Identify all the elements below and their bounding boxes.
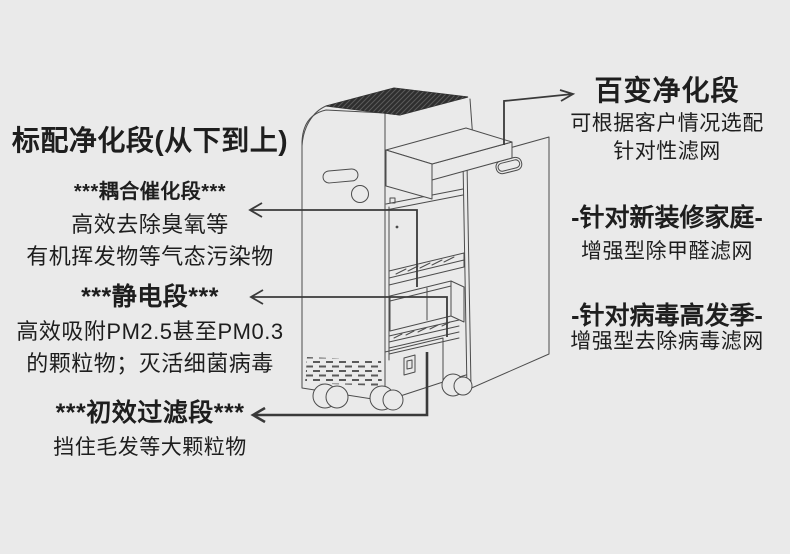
optional-stages-panel: 百变净化段 可根据客户情况选配 针对性滤网 -针对新装修家庭- 增强型除甲醛滤网…: [552, 0, 782, 554]
leader-line-electrostatic: [249, 289, 448, 337]
coupling-stage-desc-1: 高效去除臭氧等: [71, 212, 229, 237]
standard-stages-panel: 标配净化段(从下到上) ***耦合催化段*** 高效去除臭氧等 有机挥发物等气态…: [0, 0, 300, 554]
handle-cutout: [322, 168, 359, 184]
leader-line-modular: [503, 89, 576, 145]
filter-bay: [385, 188, 464, 361]
modular-stage-desc-1: 可根据客户情况选配: [570, 112, 764, 135]
coupling-stage-desc-2: 有机挥发物等气态污染物: [26, 244, 274, 269]
side-panel: [462, 136, 550, 391]
electrostatic-stage-desc-1: 高效吸附PM2.5甚至PM0.3: [16, 319, 284, 344]
caster-wheels-front: [312, 383, 404, 411]
caster-wheels-rear: [441, 373, 473, 397]
electrostatic-stage-desc-2: 的颗粒物；灭活细菌病毒: [26, 351, 274, 376]
virus-option-desc: 增强型去除病毒滤网: [570, 330, 764, 353]
prefilter-stage-desc-1: 挡住毛发等大颗粒物: [53, 436, 247, 459]
coupling-catalyst-tray: [388, 252, 465, 286]
electrostatic-stage-heading: ***静电段***: [81, 283, 219, 311]
modular-stage-box: [385, 127, 513, 200]
bottom-vent: [305, 357, 382, 386]
filter-trays: [388, 252, 465, 355]
renovation-option-desc: 增强型除甲醛滤网: [581, 240, 753, 263]
coupling-stage-heading: ***耦合催化段***: [73, 181, 227, 203]
standard-stages-title: 标配净化段(从下到上): [11, 125, 289, 156]
virus-option-heading: -针对病毒高发季-: [571, 302, 763, 330]
prefilter-stage-heading: ***初效过滤段***: [55, 399, 245, 427]
leader-lines: [248, 89, 576, 424]
leader-line-prefilter: [250, 352, 429, 424]
purifier-body: [301, 87, 513, 411]
modular-stage-desc-2: 针对性滤网: [613, 140, 721, 163]
top-grille: [325, 87, 469, 116]
leader-line-coupling: [248, 202, 418, 287]
modular-stage-heading: 百变净化段: [594, 75, 740, 106]
renovation-option-heading: -针对新装修家庭-: [571, 204, 763, 232]
front-knob: [351, 185, 369, 203]
electrostatic-tray: [389, 280, 465, 332]
